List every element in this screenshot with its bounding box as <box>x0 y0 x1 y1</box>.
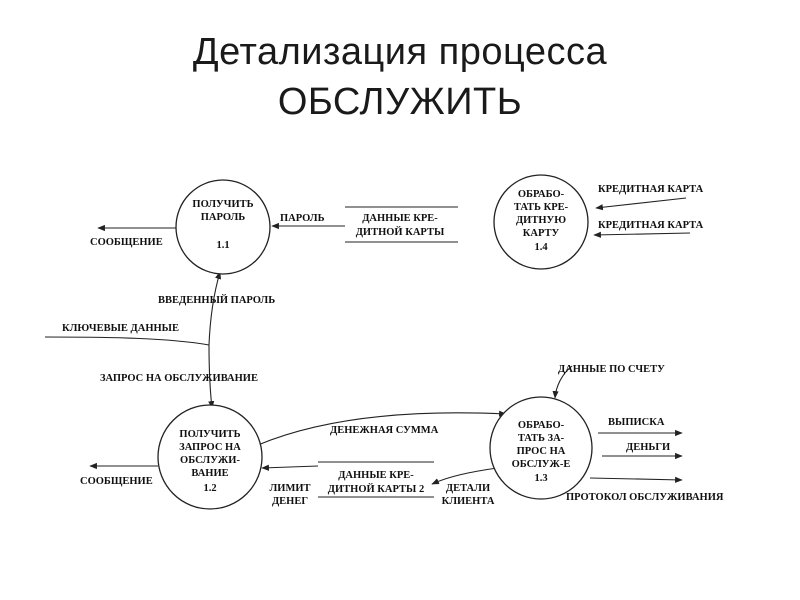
process-number: 1.4 <box>534 242 548 253</box>
label-money: ДЕНЬГИ <box>626 442 670 453</box>
store-label: ДАННЫЕ КРЕ- <box>362 213 438 224</box>
process-label: ТАТЬ ЗА- <box>518 433 565 444</box>
flow-credit-card-out <box>593 231 691 238</box>
label-key-data: КЛЮЧЕВЫЕ ДАННЫЕ <box>62 323 179 334</box>
flow-service-protocol <box>589 476 683 483</box>
label-money-amount: ДЕНЕЖНАЯ СУММА <box>330 425 439 436</box>
process-number: 1.1 <box>216 240 229 251</box>
flow-money-amount <box>257 410 507 446</box>
process-1-4: ОБРАБО- ТАТЬ КРЕ- ДИТНУЮ КАРТУ 1.4 <box>493 174 589 270</box>
label-statement: ВЫПИСКА <box>608 417 665 428</box>
process-label: ПОЛУЧИТЬ <box>192 199 253 210</box>
process-label: ПОЛУЧИТЬ <box>179 429 240 440</box>
store-label: ДИТНОЙ КАРТЫ 2 <box>328 483 424 495</box>
process-number: 1.2 <box>203 483 216 494</box>
process-1-2: ПОЛУЧИТЬ ЗАПРОС НА ОБСЛУЖИ- ВАНИЕ 1.2 <box>157 404 263 510</box>
data-store-credit-card: ДАННЫЕ КРЕ- ДИТНОЙ КАРТЫ <box>345 206 458 243</box>
label-credit-card-in: КРЕДИТНАЯ КАРТА <box>598 184 704 195</box>
flow-entered-password <box>208 271 222 346</box>
process-number: 1.3 <box>534 473 547 484</box>
process-label: ТАТЬ КРЕ- <box>514 202 569 213</box>
label-message-1: СООБЩЕНИЕ <box>90 237 163 248</box>
flow-key-data <box>44 336 210 346</box>
flow-limit-money <box>261 464 319 471</box>
label-credit-card-out: КРЕДИТНАЯ КАРТА <box>598 220 704 231</box>
flow-credit-card-in <box>595 197 687 211</box>
label-limit-money: ДЕНЕГ <box>272 496 308 507</box>
flow-client-details <box>431 467 498 485</box>
label-limit-money: ЛИМИТ <box>269 483 310 494</box>
process-label: ПРОС НА <box>517 446 566 457</box>
label-client-details: КЛИЕНТА <box>442 496 495 507</box>
process-label: КАРТУ <box>523 228 560 239</box>
page-subtitle: ОБСЛУЖИТЬ <box>277 81 523 123</box>
process-label: ВАНИЕ <box>191 468 228 479</box>
process-label: ПАРОЛЬ <box>201 212 246 223</box>
page-title: Детализация процесса <box>192 31 608 73</box>
label-service-protocol: ПРОТОКОЛ ОБСЛУЖИВАНИЯ <box>566 492 724 503</box>
process-label: ОБРАБО- <box>518 189 565 200</box>
process-label: ОБРАБО- <box>518 420 565 431</box>
label-message-2: СООБЩЕНИЕ <box>80 476 153 487</box>
flow-service-request <box>208 344 215 409</box>
process-label: ОБСЛУЖИ- <box>180 455 240 466</box>
label-client-details: ДЕТАЛИ <box>446 483 490 494</box>
process-1-3: ОБРАБО- ТАТЬ ЗА- ПРОС НА ОБСЛУЖ-Е 1.3 <box>489 396 593 500</box>
label-account-data: ДАННЫЕ ПО СЧЕТУ <box>558 364 665 375</box>
store-label: ДИТНОЙ КАРТЫ <box>356 226 445 238</box>
data-store-credit-card-2: ДАННЫЕ КРЕ- ДИТНОЙ КАРТЫ 2 <box>318 461 434 498</box>
store-label: ДАННЫЕ КРЕ- <box>338 470 414 481</box>
label-password: ПАРОЛЬ <box>280 213 325 224</box>
flow-account-data <box>552 365 573 399</box>
process-label: ОБСЛУЖ-Е <box>512 459 571 470</box>
process-label: ДИТНУЮ <box>516 215 566 226</box>
process-1-1: ПОЛУЧИТЬ ПАРОЛЬ 1.1 <box>175 179 271 275</box>
label-entered-password: ВВЕДЕННЫЙ ПАРОЛЬ <box>158 294 275 306</box>
label-service-request: ЗАПРОС НА ОБСЛУЖИВАНИЕ <box>100 373 258 384</box>
process-label: ЗАПРОС НА <box>179 442 241 453</box>
